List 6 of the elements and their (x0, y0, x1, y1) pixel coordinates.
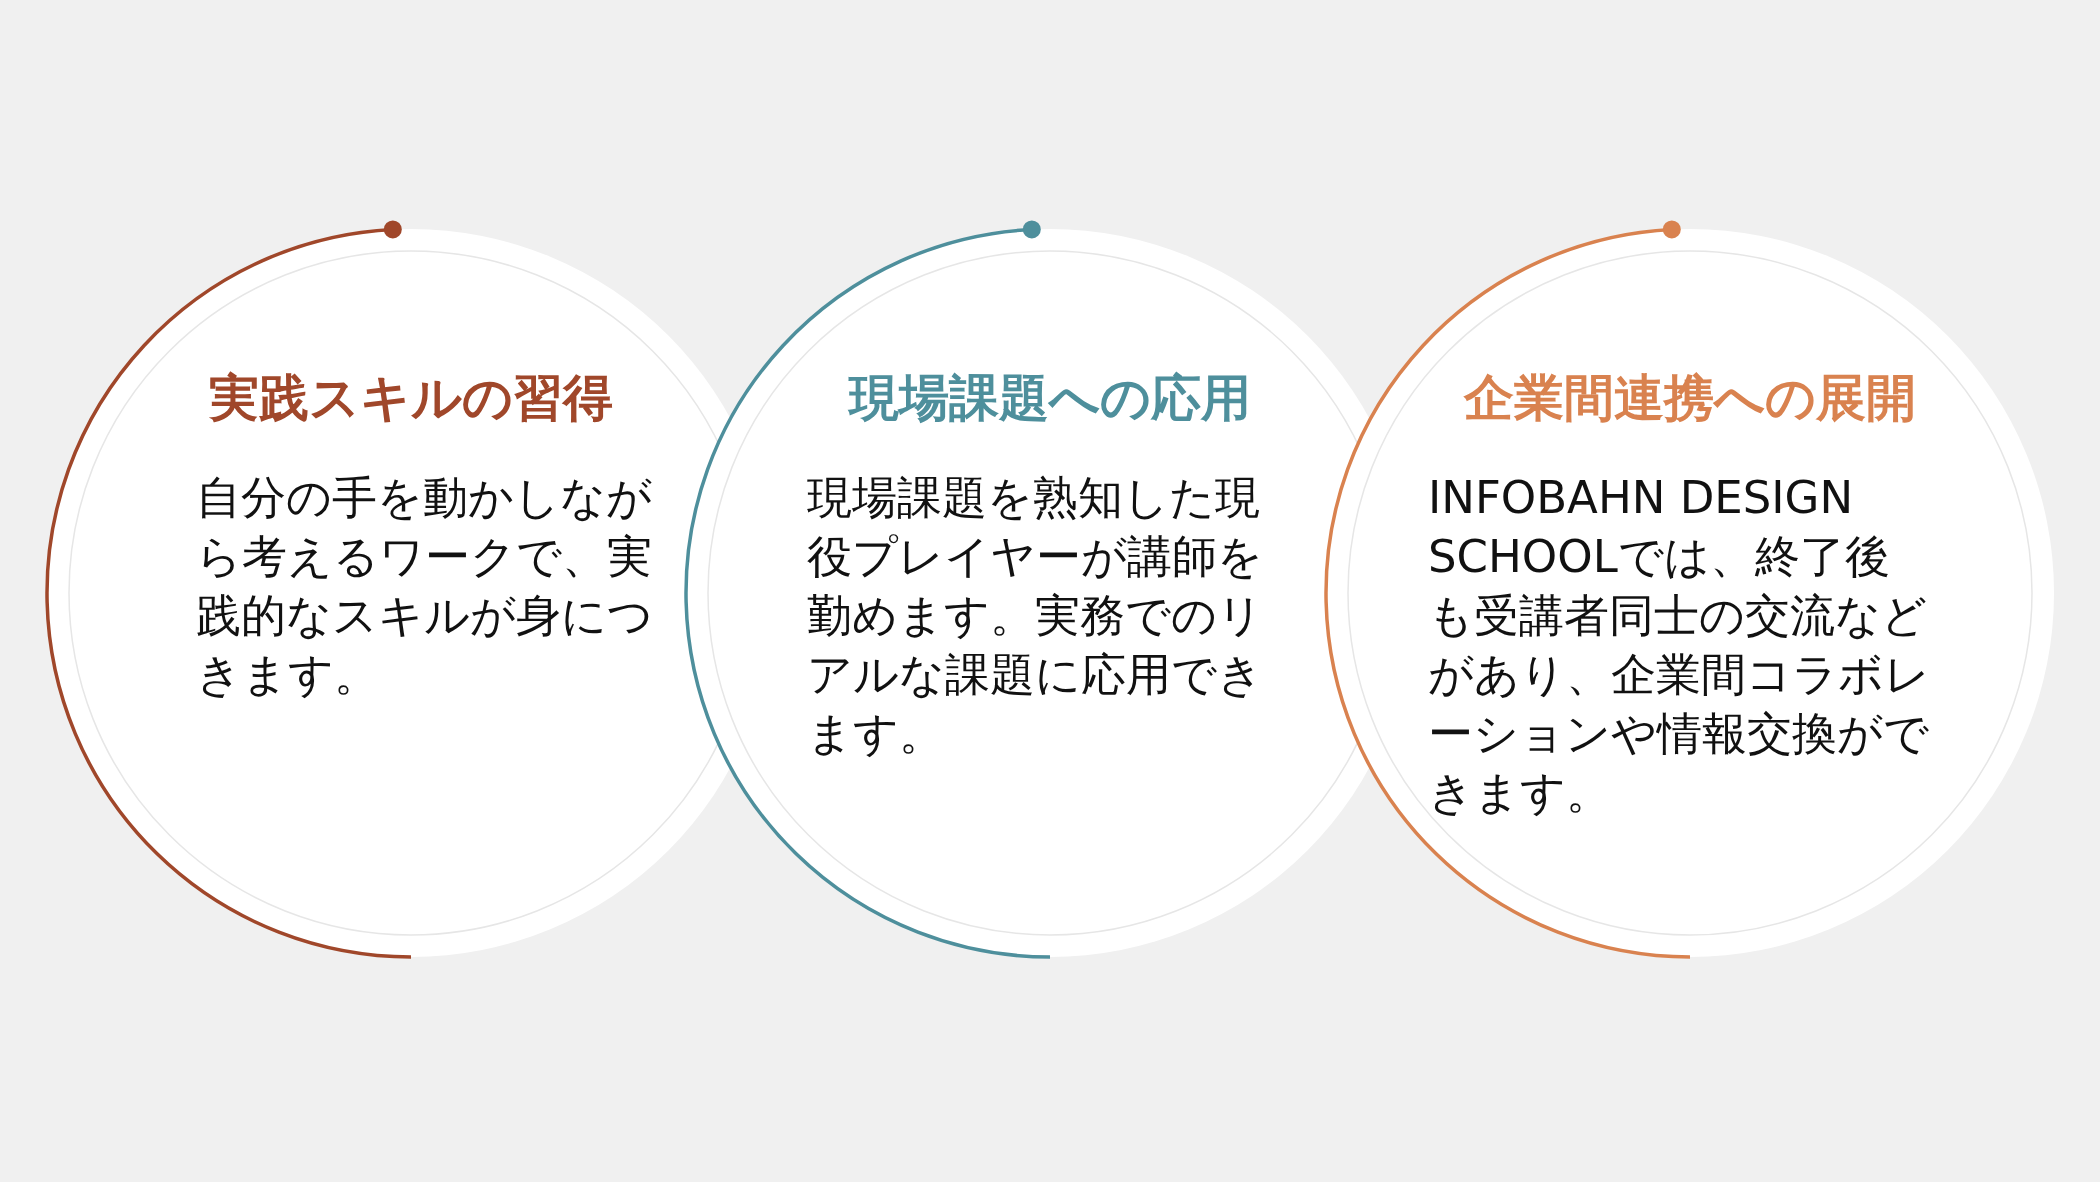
card-heading: 企業間連携への展開 (1464, 368, 1916, 429)
card-text: 現場課題を熟知した現役プレイヤーが講師を勤めます。実務でのリアルな課題に応用できます。 (807, 470, 1264, 762)
card-text: INFOBAHN DESIGN SCHOOLでは、終了後も受講者同士の交流などがあり、企業間コラボレーションや情報交換ができます。 (1428, 470, 1931, 821)
card-text: 自分の手を動かしながら考えるワークで、実践的なスキルが身につきます。 (196, 470, 654, 703)
card-heading: 実践スキルの習得 (209, 368, 613, 429)
card-heading: 現場課題への応用 (849, 368, 1251, 429)
